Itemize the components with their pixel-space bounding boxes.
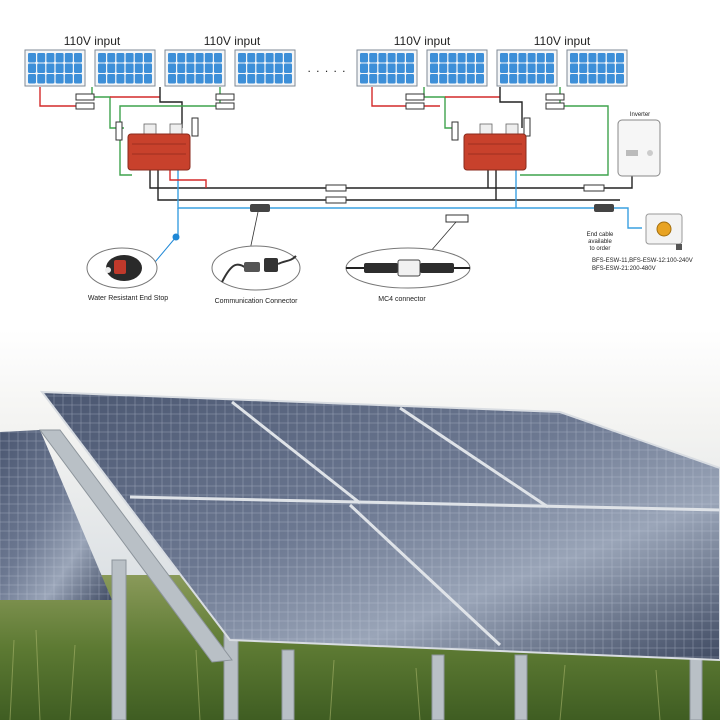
model-line-1: BFS-ESW-11,BFS-ESW-12:100-240V <box>592 258 693 264</box>
pv-module <box>24 49 86 87</box>
input-label-3: 110V input <box>394 34 451 48</box>
mounting-structure <box>39 429 703 720</box>
end-cable-note-1: End cable <box>587 232 614 238</box>
input-label-2: 110V input <box>204 34 261 48</box>
input-label-1: 110V input <box>64 34 121 48</box>
model-line-2: BFS-ESW-21:200-480V <box>592 266 656 272</box>
input-label-4: 110V input <box>534 34 591 48</box>
pv-module <box>426 49 488 87</box>
inverter-label: Inverter <box>630 112 650 118</box>
pv-module <box>566 49 628 87</box>
comm-connector-label: Communication Connector <box>215 298 299 305</box>
wiring <box>39 87 642 236</box>
ellipsis-more-groups: . . . . . <box>307 61 346 75</box>
end-stop-label: Water Resistant End Stop <box>88 295 168 302</box>
end-cable-note-2: available <box>588 239 612 245</box>
comm-plug-inline <box>250 204 614 212</box>
comm-connector-callout <box>211 245 301 291</box>
pv-module <box>234 49 296 87</box>
pv-module <box>164 49 226 87</box>
optimizer-2 <box>463 123 527 171</box>
end-stop-callout <box>86 247 158 289</box>
pv-module <box>356 49 418 87</box>
optimizer-1 <box>127 123 191 171</box>
grass-strokes <box>9 629 661 720</box>
pv-module <box>94 49 156 87</box>
pv-module <box>496 49 558 87</box>
inline-connectors <box>75 93 605 223</box>
end-cable-note-3: to order <box>590 246 611 252</box>
mc4-connector-label: MC4 connector <box>378 296 426 303</box>
inverter: Inverter <box>617 112 661 177</box>
panel-frame-lines <box>129 400 720 647</box>
pv-modules <box>24 49 628 87</box>
end-cable-box <box>645 213 683 250</box>
mc4-connector-callout <box>345 247 471 289</box>
